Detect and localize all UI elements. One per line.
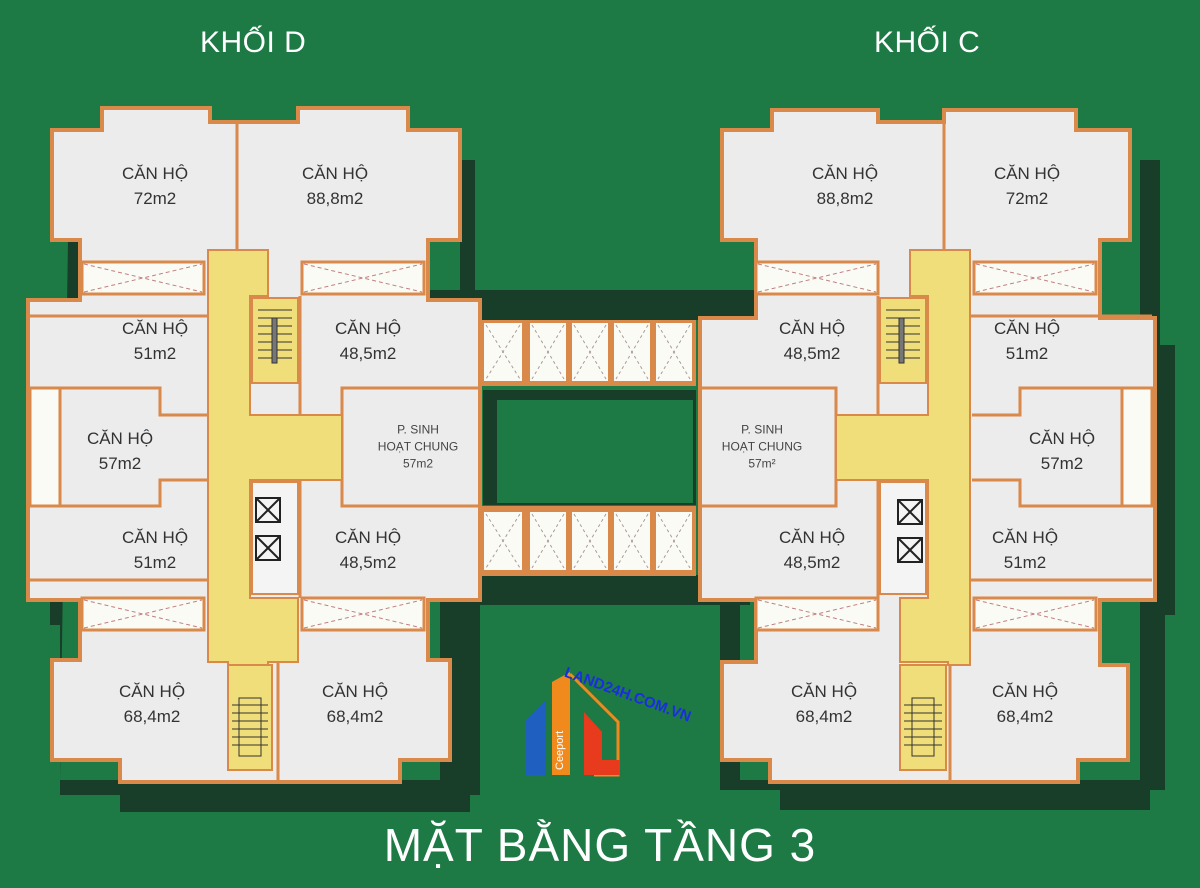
- room-area: 57m2: [98, 454, 142, 473]
- room-d-5: CĂN HỘ 57m2: [87, 426, 153, 476]
- room-area: 68,4m2: [795, 707, 853, 726]
- common-room-line1: P. SINH: [741, 422, 783, 437]
- room-name: CĂN HỘ: [991, 528, 1059, 547]
- block-c: [698, 108, 1157, 784]
- common-room-c: P. SINH HOẠT CHUNG 57m²: [722, 422, 802, 473]
- room-c-2: CĂN HỘ 72m2: [994, 161, 1060, 211]
- room-name: CĂN HỘ: [301, 164, 369, 183]
- room-area: 48,5m2: [339, 344, 397, 363]
- room-name: CĂN HỘ: [811, 164, 879, 183]
- common-room-line1: P. SINH: [397, 422, 439, 437]
- room-name: CĂN HỘ: [121, 319, 189, 338]
- room-c-6: CĂN HỘ 48,5m2: [779, 525, 845, 575]
- room-area: 51m2: [1005, 344, 1049, 363]
- watermark-logo: Ceeport LAND24H.COM.VN: [520, 660, 693, 780]
- room-name: CĂN HỘ: [790, 682, 858, 701]
- room-c-5: CĂN HỘ 57m2: [1029, 426, 1095, 476]
- room-area: 72m2: [133, 189, 177, 208]
- room-name: CĂN HỘ: [121, 164, 189, 183]
- room-c-3: CĂN HỘ 48,5m2: [779, 316, 845, 366]
- room-name: CĂN HỘ: [778, 319, 846, 338]
- common-room-area: 57m²: [748, 456, 776, 471]
- room-c-9: CĂN HỘ 68,4m2: [992, 679, 1058, 729]
- floor-title: MẶT BẰNG TẦNG 3: [383, 819, 817, 871]
- room-area: 88,8m2: [306, 189, 364, 208]
- room-d-2: CĂN HỘ 88,8m2: [302, 161, 368, 211]
- room-area: 68,4m2: [123, 707, 181, 726]
- block-c-title: KHỐI C: [874, 26, 981, 59]
- room-name: CĂN HỘ: [321, 682, 389, 701]
- room-area: 48,5m2: [339, 553, 397, 572]
- room-area: 57m2: [1040, 454, 1084, 473]
- common-room-area: 57m2: [402, 456, 434, 471]
- room-d-6: CĂN HỘ 51m2: [122, 525, 188, 575]
- room-area: 88,8m2: [816, 189, 874, 208]
- room-name: CĂN HỘ: [1028, 429, 1096, 448]
- common-room-line2: HOẠT CHUNG: [721, 439, 803, 454]
- room-d-4: CĂN HỘ 48,5m2: [335, 316, 401, 366]
- room-name: CĂN HỘ: [991, 682, 1059, 701]
- common-room-line2: HOẠT CHUNG: [377, 439, 459, 454]
- block-d: [26, 106, 482, 784]
- room-d-3: CĂN HỘ 51m2: [122, 316, 188, 366]
- room-d-1: CĂN HỘ 72m2: [122, 161, 188, 211]
- bridge: [480, 320, 696, 576]
- room-area: 68,4m2: [326, 707, 384, 726]
- logo-brand: Ceeport: [554, 730, 566, 770]
- room-c-1: CĂN HỘ 88,8m2: [812, 161, 878, 211]
- room-area: 51m2: [133, 553, 177, 572]
- room-area: 72m2: [1005, 189, 1049, 208]
- room-c-8: CĂN HỘ 68,4m2: [791, 679, 857, 729]
- room-name: CĂN HỘ: [993, 164, 1061, 183]
- room-d-7: CĂN HỘ 48,5m2: [335, 525, 401, 575]
- room-c-7: CĂN HỘ 51m2: [992, 525, 1058, 575]
- room-name: CĂN HỘ: [993, 319, 1061, 338]
- room-name: CĂN HỘ: [121, 528, 189, 547]
- common-room-d: P. SINH HOẠT CHUNG 57m2: [378, 422, 458, 473]
- room-c-4: CĂN HỘ 51m2: [994, 316, 1060, 366]
- room-area: 51m2: [1003, 553, 1047, 572]
- room-name: CĂN HỘ: [334, 528, 402, 547]
- room-name: CĂN HỘ: [118, 682, 186, 701]
- room-area: 51m2: [133, 344, 177, 363]
- room-d-9: CĂN HỘ 68,4m2: [322, 679, 388, 729]
- room-name: CĂN HỘ: [334, 319, 402, 338]
- room-name: CĂN HỘ: [86, 429, 154, 448]
- room-name: CĂN HỘ: [778, 528, 846, 547]
- room-area: 48,5m2: [783, 344, 841, 363]
- room-area: 48,5m2: [783, 553, 841, 572]
- room-area: 68,4m2: [996, 707, 1054, 726]
- building-logo-icon: [526, 672, 620, 777]
- block-d-title: KHỐI D: [200, 26, 307, 59]
- room-d-8: CĂN HỘ 68,4m2: [119, 679, 185, 729]
